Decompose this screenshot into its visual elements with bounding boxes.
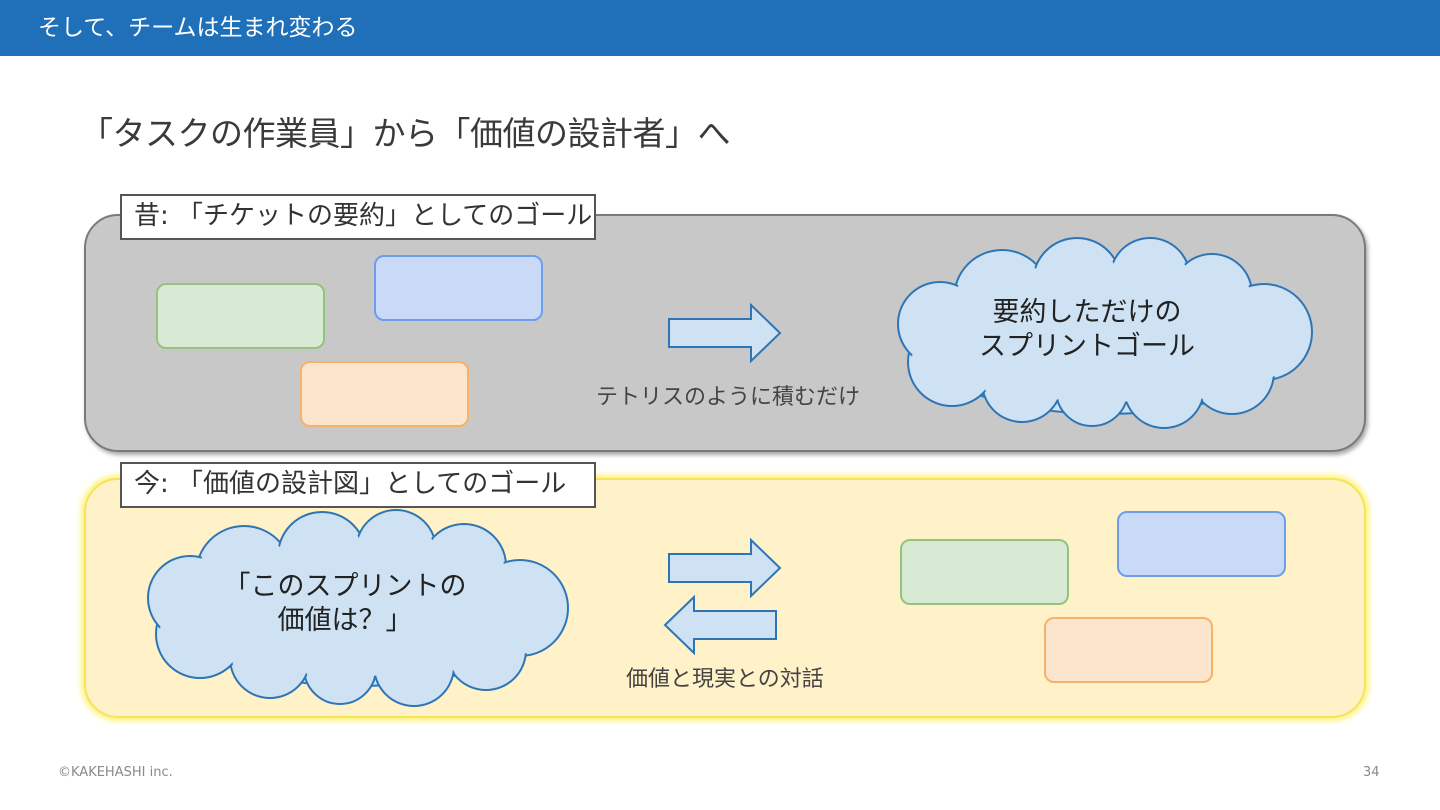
new-cloud-line-2: 価値は？」 bbox=[277, 605, 413, 636]
task-card-blue bbox=[1117, 511, 1286, 577]
old-caption: テトリスのように積むだけ bbox=[596, 385, 861, 410]
header-bar: そして、チームは生まれ変わる bbox=[0, 0, 1440, 56]
new-goal-label: 今: 「価値の設計図」としてのゴール bbox=[120, 462, 596, 508]
task-card-green bbox=[900, 539, 1069, 605]
new-caption: 価値と現実との対話 bbox=[626, 667, 824, 692]
header-title: そして、チームは生まれ変わる bbox=[38, 15, 358, 41]
summary-goal-cloud-icon bbox=[897, 237, 1313, 429]
old-goal-label: 昔: 「チケットの要約」としてのゴール bbox=[120, 194, 596, 240]
old-cloud-line-1: 要約しただけの bbox=[992, 297, 1182, 328]
footer-copyright: ©KAKEHASHI inc. bbox=[58, 765, 173, 780]
task-card-green bbox=[156, 283, 325, 349]
right-arrow-icon bbox=[668, 537, 782, 599]
page-number: 34 bbox=[1363, 765, 1380, 780]
task-card-orange bbox=[300, 361, 469, 427]
left-arrow-icon bbox=[663, 594, 777, 656]
right-arrow-icon bbox=[668, 302, 782, 364]
new-cloud-text: 「このスプリントの 価値は？」 bbox=[220, 570, 470, 638]
task-card-blue bbox=[374, 255, 543, 321]
old-cloud-line-2: スプリントゴール bbox=[979, 331, 1195, 362]
value-question-cloud-icon bbox=[147, 509, 569, 707]
slide-title: 「タスクの作業員」から「価値の設計者」へ bbox=[80, 114, 731, 153]
new-cloud-line-1: 「このスプリントの bbox=[223, 571, 467, 602]
task-card-orange bbox=[1044, 617, 1213, 683]
old-cloud-text: 要約しただけの スプリントゴール bbox=[962, 296, 1212, 364]
